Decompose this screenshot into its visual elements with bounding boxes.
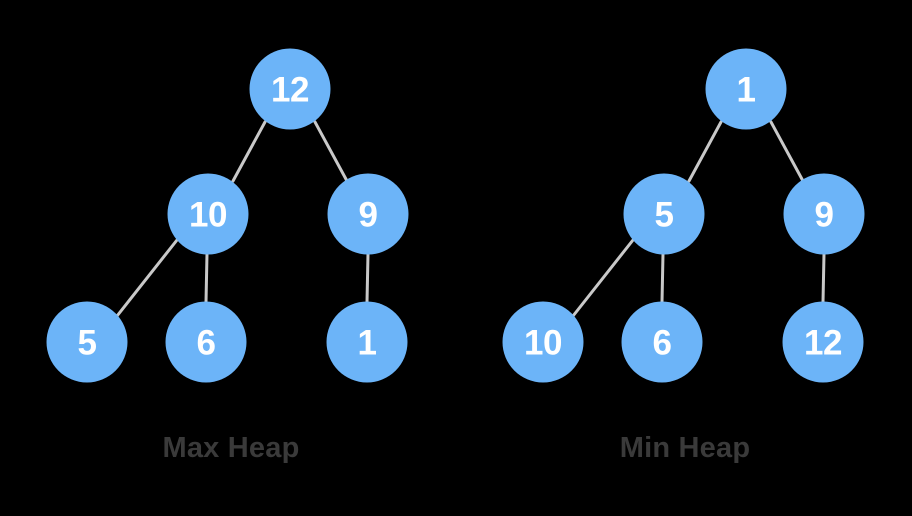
node-value-label: 5	[78, 324, 97, 363]
node-circle[interactable]	[502, 301, 584, 383]
node-circle[interactable]	[782, 301, 864, 383]
node-value-label: 6	[653, 324, 672, 363]
tree-edge	[769, 120, 805, 183]
tree-edge	[231, 120, 267, 183]
node-value-label: 10	[524, 324, 562, 363]
node-circle[interactable]	[326, 301, 408, 383]
node-circle[interactable]	[783, 173, 865, 255]
node-circle[interactable]	[623, 173, 705, 255]
tree-node[interactable]: 5	[46, 301, 128, 383]
tree-edge	[204, 252, 209, 304]
tree-node[interactable]: 9	[783, 173, 865, 255]
node-value-label: 12	[804, 324, 842, 363]
node-group-max-heap: 12 10 9 5 6 1	[46, 48, 409, 383]
node-circle[interactable]	[46, 301, 128, 383]
node-circle[interactable]	[705, 48, 787, 130]
tree-node[interactable]: 10	[502, 301, 584, 383]
tree-node[interactable]: 1	[326, 301, 408, 383]
tree-edge	[115, 238, 179, 318]
tree-node[interactable]: 12	[782, 301, 864, 383]
tree-edge	[365, 252, 370, 304]
tree-edge	[571, 238, 635, 318]
tree-edge	[313, 120, 349, 183]
edge-group-min-heap	[571, 120, 826, 318]
tree-edge	[821, 252, 826, 304]
node-value-label: 10	[189, 196, 227, 235]
tree-caption-min-heap: Min Heap	[620, 432, 751, 464]
tree-node[interactable]: 9	[327, 173, 409, 255]
node-value-label: 9	[359, 196, 378, 235]
tree-node[interactable]: 5	[623, 173, 705, 255]
tree-caption-max-heap: Max Heap	[163, 432, 300, 464]
node-circle[interactable]	[327, 173, 409, 255]
node-circle[interactable]	[167, 173, 249, 255]
edge-group-max-heap	[115, 120, 370, 318]
tree-edge	[687, 120, 723, 183]
tree-node[interactable]: 6	[621, 301, 703, 383]
node-circle[interactable]	[165, 301, 247, 383]
node-value-label: 6	[197, 324, 216, 363]
node-value-label: 5	[655, 196, 674, 235]
tree-node[interactable]: 12	[249, 48, 331, 130]
node-value-label: 12	[271, 71, 309, 110]
tree-edge	[660, 252, 665, 304]
node-value-label: 1	[737, 71, 756, 110]
node-value-label: 1	[358, 324, 377, 363]
node-circle[interactable]	[249, 48, 331, 130]
tree-node[interactable]: 6	[165, 301, 247, 383]
node-value-label: 9	[815, 196, 834, 235]
tree-node[interactable]: 1	[705, 48, 787, 130]
tree-node[interactable]: 10	[167, 173, 249, 255]
node-group-min-heap: 1 5 9 10 6 12	[502, 48, 865, 383]
node-circle[interactable]	[621, 301, 703, 383]
